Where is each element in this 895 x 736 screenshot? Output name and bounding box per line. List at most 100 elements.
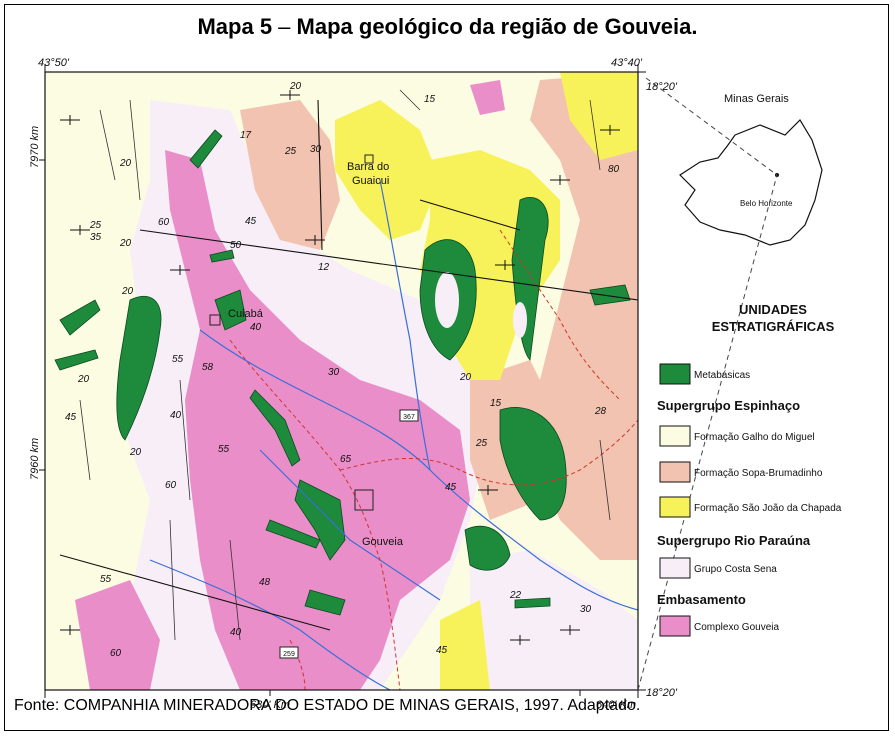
dip-label: 60 bbox=[165, 480, 177, 491]
legend-swatch-sopa-brumadinho bbox=[659, 461, 691, 483]
lineament-4 bbox=[169, 519, 176, 641]
dip-label: 40 bbox=[170, 410, 182, 421]
lineament-1 bbox=[99, 109, 116, 181]
lineament-2 bbox=[129, 99, 141, 201]
legend-title-line2: ESTRATIGRÁFICAS bbox=[712, 319, 835, 334]
dip-label: 45 bbox=[65, 412, 77, 423]
town-marker-barra bbox=[364, 154, 374, 164]
strike-dip-symbol-3 bbox=[60, 115, 80, 125]
place-label-barra-do-guaicui-2: Guaicui bbox=[352, 175, 389, 187]
unit-metabasicas-11 bbox=[294, 479, 346, 561]
legend-label-costa-sena: Grupo Costa Sena bbox=[694, 564, 777, 575]
dip-label: 80 bbox=[608, 164, 620, 175]
dip-label: 30 bbox=[328, 367, 340, 378]
strike-dip-symbol-2 bbox=[280, 90, 300, 100]
lineament-9 bbox=[399, 89, 421, 111]
legend-swatch-galho-do-miguel bbox=[659, 425, 691, 447]
dip-label: 55 bbox=[100, 574, 112, 585]
town-marker-gouveia bbox=[354, 489, 374, 511]
unit-metabasicas-13 bbox=[304, 589, 346, 616]
lineament-8 bbox=[229, 539, 241, 641]
unit-metabasicas-9 bbox=[214, 289, 247, 331]
unit-metabasicas-8 bbox=[189, 129, 223, 169]
lineament-7 bbox=[79, 399, 91, 481]
coord-bottom-right-lat: 18°20' bbox=[646, 687, 678, 699]
river-2 bbox=[379, 179, 431, 471]
legend-title-line1: UNIDADES bbox=[739, 302, 807, 317]
locator-line-top bbox=[645, 77, 778, 176]
dip-label: 45 bbox=[245, 216, 257, 227]
lineament-6 bbox=[599, 439, 611, 521]
unit-metabasicas-4 bbox=[464, 525, 511, 571]
dip-label: 45 bbox=[436, 645, 448, 656]
unit-sao-joao-sw bbox=[440, 600, 490, 690]
fault-2 bbox=[59, 554, 331, 631]
coord-top-right-lon: 43°40' bbox=[611, 57, 643, 69]
strike-dip-symbol-1 bbox=[70, 225, 90, 235]
fault-4 bbox=[419, 199, 521, 231]
dip-label: 20 bbox=[119, 238, 132, 249]
place-label-barra-do-guaicui-1: Barra do bbox=[347, 161, 389, 173]
inset-locator-map: Minas Gerais Belo Horizonte bbox=[637, 77, 823, 691]
title-bold-part: Mapa 5 bbox=[197, 14, 273, 39]
coord-bottom-km-right: 640' Km bbox=[596, 699, 636, 711]
unit-complexo-gouveia-north bbox=[470, 80, 505, 115]
border-tick bbox=[44, 64, 646, 698]
unit-metabasicas-7 bbox=[54, 349, 99, 371]
dip-label: 60 bbox=[110, 648, 122, 659]
title-dash: – bbox=[272, 14, 297, 39]
road-shield-label-2: 259 bbox=[283, 651, 295, 658]
unit-metabasicas-10 bbox=[249, 389, 301, 467]
road-shield-label-1: 367 bbox=[403, 414, 415, 421]
inset-state-label: Minas Gerais bbox=[724, 93, 789, 105]
river-4 bbox=[149, 559, 391, 690]
road-3 bbox=[499, 229, 621, 401]
strike-dip-symbol-11 bbox=[60, 625, 80, 635]
legend-label-metabasicas: Metabásicas bbox=[694, 370, 750, 381]
dip-label: 25 bbox=[89, 220, 102, 231]
dip-label: 15 bbox=[424, 94, 436, 105]
dip-label: 28 bbox=[594, 406, 607, 417]
legend-label-complexo-gouveia: Complexo Gouveia bbox=[694, 622, 779, 633]
dip-label: 20 bbox=[459, 372, 472, 383]
strike-dip-symbol-7 bbox=[550, 175, 570, 185]
dip-label: 22 bbox=[509, 590, 522, 601]
dip-label: 50 bbox=[230, 240, 242, 251]
legend-swatch-sao-joao bbox=[659, 496, 691, 518]
legend-group-embasamento: Embasamento bbox=[657, 592, 746, 607]
dip-label: 40 bbox=[250, 322, 262, 333]
unit-costa-sena-south bbox=[470, 550, 638, 690]
river-3 bbox=[259, 449, 441, 601]
dip-label: 15 bbox=[490, 398, 502, 409]
strike-dip-symbol-9 bbox=[478, 485, 498, 495]
coord-bottom-km-left: 630' Km bbox=[250, 699, 290, 711]
fault-1 bbox=[139, 229, 638, 301]
coord-top-left-lon: 43°50' bbox=[38, 57, 70, 69]
metabasicas-core-2 bbox=[513, 302, 527, 338]
dip-label: 45 bbox=[445, 482, 457, 493]
unit-sao-joao-north bbox=[335, 100, 440, 240]
dip-label: 20 bbox=[289, 81, 302, 92]
dip-label: 20 bbox=[77, 374, 90, 385]
dip-label: 20 bbox=[121, 286, 134, 297]
dip-label: 25 bbox=[284, 146, 297, 157]
coord-top-right-lat: 18°20' bbox=[646, 81, 678, 93]
unit-metabasicas-6 bbox=[59, 299, 101, 336]
legend-label-galho-do-miguel: Formação Galho do Miguel bbox=[694, 432, 815, 443]
strike-dip-symbol-8 bbox=[600, 125, 620, 135]
unit-metabasicas-3 bbox=[499, 407, 567, 521]
metabasicas-core-1 bbox=[435, 272, 459, 328]
unit-complexo-gouveia bbox=[165, 150, 470, 690]
lineament-3 bbox=[179, 379, 191, 501]
fault-3 bbox=[317, 99, 323, 251]
dip-label: 35 bbox=[90, 232, 102, 243]
unit-metabasicas-15 bbox=[514, 597, 551, 609]
legend-swatch-complexo-gouveia bbox=[659, 615, 691, 637]
road-4 bbox=[289, 639, 306, 690]
dip-label: 55 bbox=[172, 354, 184, 365]
dip-label: 40 bbox=[230, 627, 242, 638]
border-tick bbox=[39, 159, 581, 696]
dip-label: 48 bbox=[259, 577, 271, 588]
map-border bbox=[44, 71, 639, 691]
strike-dip-symbol-12 bbox=[510, 635, 530, 645]
